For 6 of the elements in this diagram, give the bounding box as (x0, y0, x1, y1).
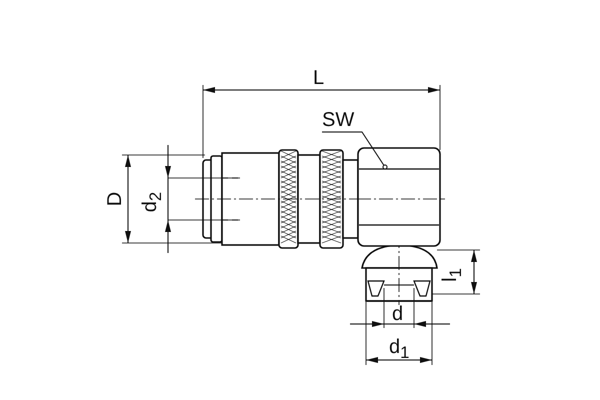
dimension-label: D (105, 192, 126, 206)
leader-line (322, 132, 388, 170)
dimension-label: d (392, 304, 404, 324)
callout-label: SW (322, 110, 354, 130)
dimension-label: d$_{1}$ (389, 337, 410, 363)
dimension-label: L (313, 68, 324, 88)
